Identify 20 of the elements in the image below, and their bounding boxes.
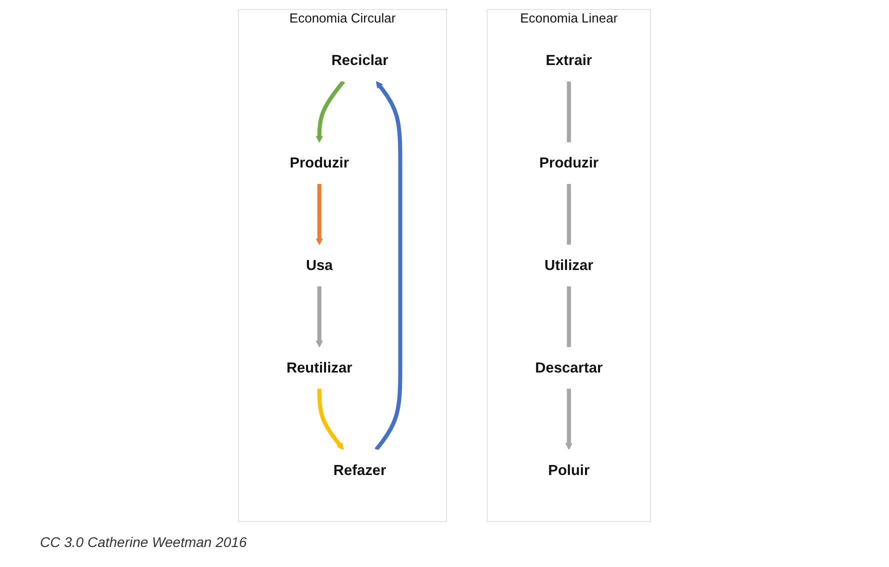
caption: CC 3.0 Catherine Weetman 2016 (40, 534, 247, 550)
connector (566, 183, 571, 244)
node-text: Descartar (535, 358, 603, 376)
node-text: Reciclar (331, 52, 388, 68)
node-text: Produzir (290, 154, 349, 170)
connector (566, 286, 571, 347)
node-text: Extrair (546, 52, 592, 68)
node-text: Refazer (333, 461, 386, 478)
node-text: Usa (306, 256, 333, 273)
node-text: Utilizar (544, 256, 594, 273)
arrow (374, 80, 402, 450)
node-text: Reutilizar (286, 358, 352, 376)
arrow (316, 183, 323, 245)
arrow (317, 388, 344, 450)
arrow (316, 286, 323, 347)
arrow (316, 80, 345, 142)
connector (566, 80, 571, 142)
arrow (565, 388, 572, 450)
node-text: Produzir (539, 154, 599, 170)
node-text: Poluir (548, 461, 590, 478)
